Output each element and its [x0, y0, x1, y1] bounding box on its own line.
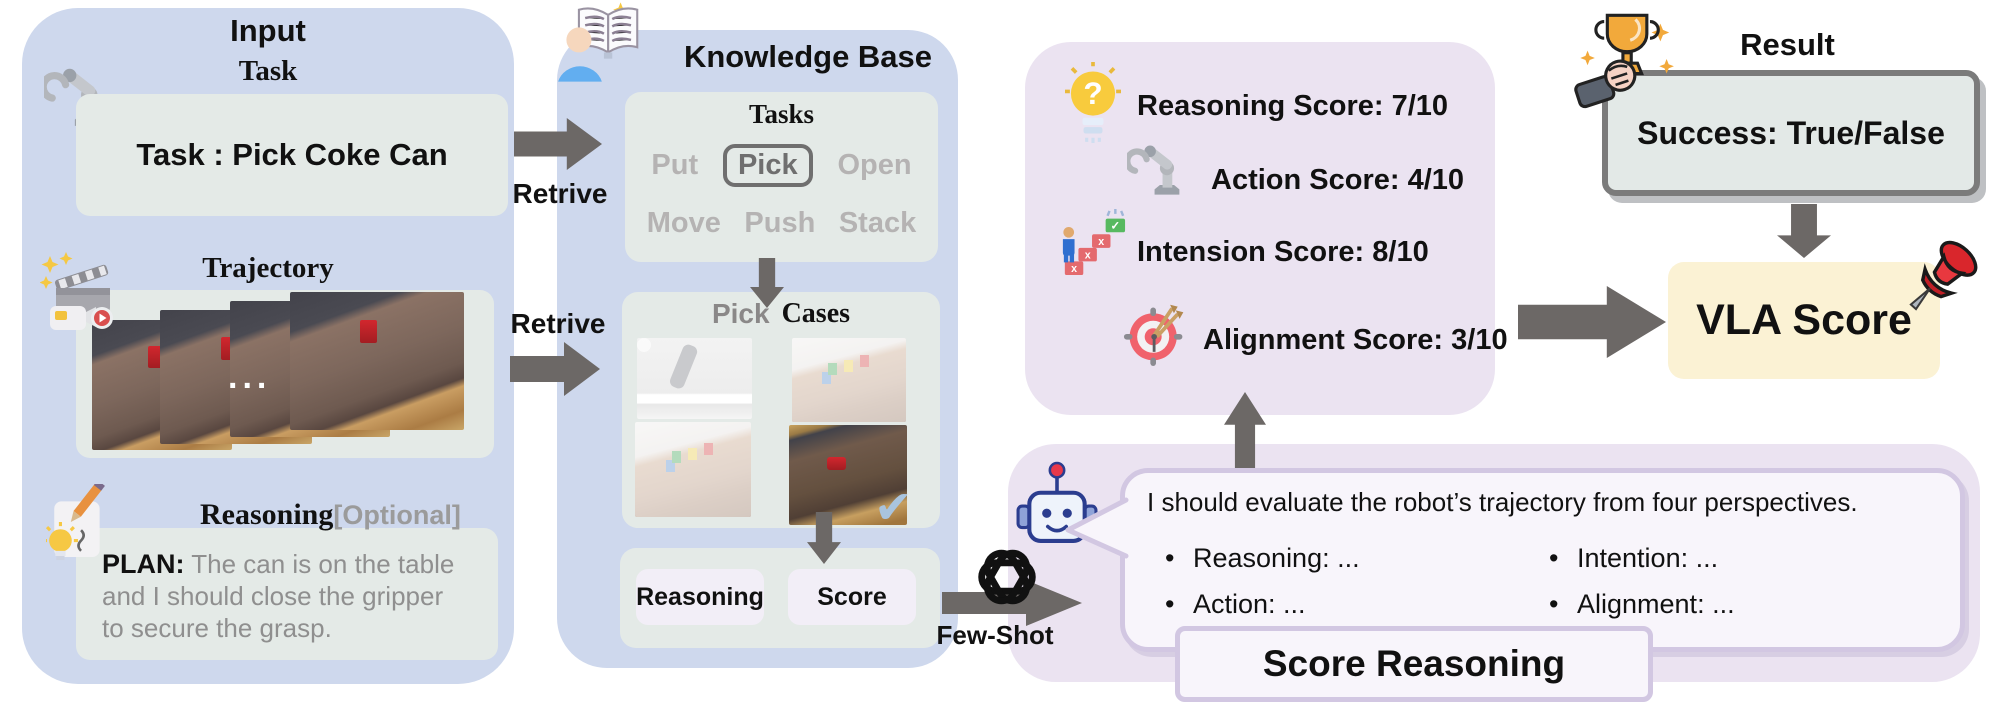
- svg-text:x: x: [1085, 250, 1091, 262]
- intension-score-label: Intension Score: 8/10: [1137, 236, 1429, 268]
- task-word-move: Move: [646, 206, 721, 239]
- reasoning-optional-tag: [Optional]: [333, 500, 461, 530]
- trajectory-frame-4: [290, 292, 464, 430]
- task-word-pick-selected: Pick: [722, 143, 813, 187]
- svg-text:✓: ✓: [1110, 219, 1120, 232]
- svg-text:?: ?: [1083, 75, 1102, 111]
- case-image-selected: [789, 425, 907, 525]
- person-reading-book-icon: [556, 0, 656, 84]
- tasks-heading: Tasks: [748, 98, 815, 129]
- plan-label: PLAN:: [102, 549, 185, 579]
- climb-steps-icon: ✓ x x x: [1059, 206, 1127, 278]
- kb-reasoning-chip: Reasoning: [636, 569, 764, 625]
- result-title: Result: [1740, 27, 1835, 62]
- bubble-bullets-right: Intention: ... Alignment: ...: [1543, 535, 1735, 627]
- bullet-action: Action: ...: [1159, 581, 1360, 627]
- task-box: Task : Pick Coke Can: [76, 94, 508, 216]
- tasks-row-2: Move Push Stack: [625, 194, 938, 252]
- knowledge-base-title: Knowledge Base: [683, 39, 933, 74]
- bubble-bullets-left: Reasoning: ... Action: ...: [1159, 535, 1360, 627]
- tasks-box: Tasks Put Pick Open Move Push Stack: [625, 92, 938, 262]
- success-to-vla-arrow: [1777, 204, 1831, 258]
- tasks-row-1: Put Pick Open: [625, 136, 938, 194]
- action-score-label: Action Score: 4/10: [1211, 164, 1465, 196]
- kb-score-chip: Score: [788, 569, 916, 625]
- robot-arm-icon: [1127, 138, 1191, 200]
- bubble-intro-text: I should evaluate the robot’s trajectory…: [1147, 487, 1858, 517]
- kb-output-box: Reasoning Score: [620, 548, 940, 648]
- reasoning-heading-row: Reasoning[Optional]: [200, 498, 461, 532]
- target-icon: [1123, 298, 1189, 368]
- note-pencil-bulb-icon: [46, 484, 112, 562]
- trajectory-ellipsis: ...: [228, 358, 272, 396]
- bullet-reasoning: Reasoning: ...: [1159, 535, 1360, 581]
- case-image-sim: [637, 338, 752, 419]
- pick-cases-heading-suffix: Cases: [781, 298, 851, 329]
- task-word-stack: Stack: [838, 206, 917, 239]
- vla-score-box: VLA Score: [1668, 262, 1940, 379]
- svg-text:x: x: [1098, 236, 1104, 248]
- trophy-hand-icon: [1573, 8, 1677, 110]
- few-shot-label: Few-Shot: [936, 619, 1054, 650]
- task-word-open: Open: [837, 148, 912, 181]
- trajectory-heading: Trajectory: [202, 251, 334, 284]
- pushpin-icon: [1894, 236, 1990, 332]
- reasoning-score-label: Reasoning Score: 7/10: [1137, 90, 1449, 122]
- scores-panel: ? Reasoning Score: 7/10 Action Score: 4/…: [1025, 42, 1508, 415]
- score-reasoning-caption: Score Reasoning: [1175, 626, 1653, 702]
- scores-to-vla-arrow: [1518, 286, 1666, 358]
- reasoning-heading: Reasoning: [200, 498, 334, 531]
- task-heading: Task: [238, 54, 298, 87]
- speech-bubble: I should evaluate the robot’s trajectory…: [1120, 468, 1965, 652]
- alignment-score-label: Alignment Score: 3/10: [1203, 324, 1508, 356]
- input-title: Input: [230, 13, 306, 48]
- reasoning-box: PLAN: The can is on the table and I shou…: [76, 528, 498, 660]
- gpt-logo-icon: [968, 538, 1046, 616]
- pick-cases-heading: Pick Cases: [622, 292, 940, 336]
- clapperboard-video-icon: [40, 250, 120, 336]
- svg-text:x: x: [1071, 263, 1077, 275]
- retrieve-label-bottom: Retrive: [510, 308, 606, 339]
- task-word-put: Put: [651, 148, 699, 181]
- case-image-table-items: [792, 338, 906, 422]
- retrieve-label-top: Retrive: [512, 178, 608, 209]
- speech-bubble-tail: [1065, 497, 1129, 559]
- lightbulb-question-icon: ?: [1065, 62, 1121, 144]
- plan-text: The can is on the table and I should clo…: [102, 549, 455, 643]
- case-image-table-gripper: [635, 422, 751, 517]
- task-word-push: Push: [744, 206, 816, 239]
- pick-cases-box: Pick Cases ✔: [622, 292, 940, 533]
- success-box: Success: True/False: [1602, 70, 1980, 196]
- bullet-alignment: Alignment: ...: [1543, 581, 1735, 627]
- selected-case-check-icon: ✔: [874, 481, 913, 533]
- pick-cases-heading-task: Pick: [711, 298, 770, 329]
- bullet-intention: Intention: ...: [1543, 535, 1735, 581]
